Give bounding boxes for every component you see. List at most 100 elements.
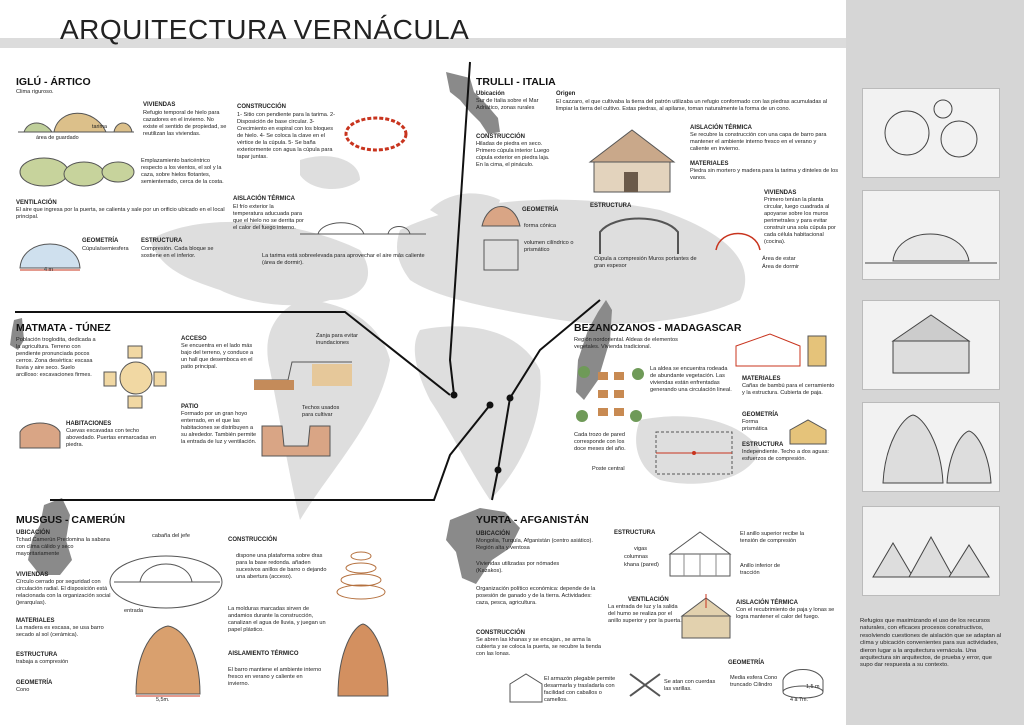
matmata-zanja: Zanja para evitar inundaciones	[316, 333, 358, 346]
iglu-spiral-sketch	[344, 116, 408, 152]
matmata-room-sketch	[19, 422, 61, 449]
musgus-cone-sketch	[135, 625, 201, 697]
musgus-rings-sketch	[336, 551, 386, 600]
iglu-ventilation-sketch	[300, 222, 426, 235]
iglu-estructura-title: ESTRUCTURA	[141, 238, 183, 244]
matmata-habitaciones-title: HABITACIONES	[66, 421, 112, 427]
iglu-dome-sketch	[19, 243, 81, 271]
musgus-geometria-title: GEOMETRÍA	[16, 680, 53, 686]
musgus-ubicacion-title: UBICACIÓN	[16, 530, 50, 536]
tunisia-silhouette	[10, 318, 24, 350]
musgus-estructura-title: ESTRUCTURA	[16, 652, 58, 658]
matmata-patio-sketch	[261, 425, 331, 457]
trulli-construccion-title: CONSTRUCCIÓN	[476, 134, 525, 140]
yurta-construccion-text: Se abren las khanas y se encajan., se ar…	[476, 637, 601, 657]
trulli-materiales-text: Piedra sin mortero y madera para la tari…	[690, 168, 838, 181]
trulli-origen-title: Origen	[556, 91, 576, 97]
musgus-construccion-text: dispone una plataforma sobre dras para l…	[236, 553, 327, 580]
yurta-geometry-sketch	[782, 669, 824, 699]
trulli-heading: TRULLI - ITALIA	[476, 76, 556, 88]
trulli-estructura-text: Cúpula a compresión Muros portantes de g…	[594, 256, 697, 269]
matmata-patio-title: PATIO	[181, 404, 199, 410]
iglu-viviendas-title: VIVIENDAS	[143, 102, 176, 108]
musgus-aislamiento-title: AISLAMIENTO TÉRMICO	[228, 651, 299, 657]
iglu-aislacion-text: El frío exterior la temperatura aducuada…	[233, 204, 304, 231]
italy-silhouette	[446, 72, 500, 134]
yurta-structure-sketch	[668, 531, 732, 577]
iglu-section-sketch	[18, 112, 135, 187]
sidebar-sketch-iglu	[862, 190, 1000, 280]
sidebar-sketch-musgus	[862, 402, 1000, 492]
musgus-compound-sketch	[109, 555, 223, 609]
musgus-geometria-text: Cono	[16, 687, 30, 693]
yurta-ventilation-sketch	[680, 594, 732, 639]
trulli-structure-sketch	[599, 217, 679, 254]
trulli-viviendas-text: Primero tenían la planta circular, luego…	[764, 197, 836, 245]
iglu-dimension: 4 m	[44, 267, 53, 273]
iglu-viviendas-text: Refugio temporal de hielo para cazadores…	[143, 110, 227, 137]
trulli-aislacion-title: AISLACIÓN TÉRMICA	[690, 125, 752, 131]
sidebar-sketch-plan	[862, 88, 1000, 178]
musgus-viviendas-text: Círculo cerrado por seguridad con circul…	[16, 579, 111, 606]
yurta-heading: YURTA - AFGANISTÁN	[476, 514, 589, 526]
yurta-aislacion-text: Con el recubrimiento de paja y lonas se …	[736, 607, 835, 620]
matmata-intro: Población troglodita, dedicada a la agri…	[16, 337, 96, 378]
iglu-subtitle: Clima riguroso.	[16, 89, 54, 95]
iglu-aislacion-title: AISLACIÓN TÉRMICA	[233, 196, 295, 202]
trulli-ubicacion-title: Ubicación	[476, 91, 505, 97]
trulli-construccion-text: Hiladas de piedra en seco. Primero cúpul…	[476, 141, 550, 168]
trulli-materiales-title: MATERIALES	[690, 161, 729, 167]
trulli-origen-text: El cazzaro, el que cultivaba la tierra d…	[556, 99, 828, 112]
sidebar-text: Refugios que maximizando el uso de los r…	[860, 618, 1002, 669]
bezanozanos-plan-sketch	[655, 431, 733, 475]
yurta-dim2: 4 a 7m.	[790, 697, 808, 703]
yurta-frame-sketch	[509, 673, 543, 703]
matmata-acceso-title: ACCESO	[181, 336, 207, 342]
iglu-estructura-text: Compresión. Cada bloque se sostiene en e…	[141, 246, 214, 259]
yurta-vigas: vigas	[634, 546, 648, 552]
yurta-geometria-text: Media esfera Cono truncado Cilindro	[730, 675, 778, 688]
trulli-forma-conica: forma cónica	[524, 223, 557, 229]
yurta-construccion-title: CONSTRUCCIÓN	[476, 630, 525, 636]
matmata-patio-text: Formado por un gran hoyo enterrado, en e…	[181, 411, 257, 445]
yurta-armazon: El armazón plegable permite desarmarla y…	[544, 676, 616, 703]
bezanozanos-estructura-title: ESTRUCTURA	[742, 442, 784, 448]
world-map-background	[10, 61, 760, 584]
yurta-dim1: 1,5 m	[806, 684, 820, 690]
trulli-estructura-title: ESTRUCTURA	[590, 203, 632, 209]
bezanozanos-geometria-title: GEOMETRÍA	[742, 412, 779, 418]
iglu-construccion-title: CONSTRUCCIÓN	[237, 104, 286, 110]
musgus-materiales-title: MATERIALES	[16, 618, 55, 624]
matmata-heading: MATMATA - TÚNEZ	[16, 322, 111, 334]
iglu-ventilacion-title: VENTILACIÓN	[16, 200, 57, 206]
iglu-emplazamiento-text: Emplazamiento baricéntrico respecto a lo…	[141, 158, 224, 185]
yurta-cuerdas: Se atan con cuerdas las varillas.	[664, 679, 716, 692]
trulli-ubicacion-text: Sur de Italia sobre el Mar Adriático, zo…	[476, 98, 539, 111]
yurta-viviendas: Viviendas utilizadas por nómades (Kazako…	[476, 561, 560, 574]
iglu-construccion-text: 1- Sitio con pendiente para la tarima. 2…	[237, 112, 335, 160]
musgus-aislamiento-text: El barro mantiene el ambiente interno fr…	[228, 667, 322, 687]
bezanozanos-village-sketch	[576, 366, 644, 422]
iglu-tarima-label: tarima	[92, 124, 107, 130]
musgus-cabana: cabaña del jefe	[152, 533, 190, 539]
bezanozanos-pared: Cada trozo de pared corresponde con los …	[574, 432, 626, 452]
bezanozanos-aldea: La aldea se encuentra rodeada de abundan…	[650, 366, 732, 393]
yurta-ubicacion-title: UBICACIÓN	[476, 531, 510, 537]
matmata-techos: Techos usados para cultivar	[302, 405, 340, 418]
yurta-ubicacion-text: Mongolia, Turquía, Afganistán (centro as…	[476, 538, 593, 551]
bezanozanos-prism-sketch	[789, 419, 827, 445]
musgus-entrada: entrada	[124, 608, 143, 614]
musgus-viviendas-title: VIVIENDAS	[16, 572, 49, 578]
iglu-heading: IGLÚ - ÁRTICO	[16, 76, 91, 88]
yurta-joint-sketch	[629, 673, 661, 697]
musgus-construccion-title: CONSTRUCCIÓN	[228, 537, 277, 543]
yurta-ventilacion-text: La entrada de luz y la salida del humo s…	[608, 604, 682, 624]
musgus-dimension: 5,5m.	[156, 697, 170, 703]
page-title: ARQUITECTURA VERNÁCULA	[60, 14, 470, 45]
yurta-aislacion-title: AISLACIÓN TÉRMICA	[736, 600, 798, 606]
yurta-organizacion: Organización político económica: depende…	[476, 586, 596, 606]
yurta-geometria-title: GEOMETRÍA	[728, 660, 765, 666]
matmata-plan-sketch	[103, 345, 167, 409]
bezanozanos-geometria-text: Forma prismática	[742, 419, 768, 432]
matmata-access-sketch	[254, 361, 352, 390]
